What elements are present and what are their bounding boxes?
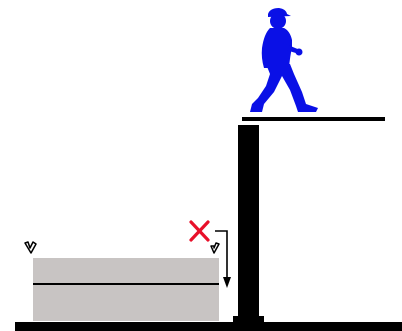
skip-container <box>25 242 219 321</box>
raised-platform <box>242 117 385 121</box>
container-left-handle <box>25 242 36 253</box>
worker-head <box>270 13 286 29</box>
worker-front-leg <box>276 64 318 112</box>
ground-line <box>15 322 402 331</box>
container-body <box>33 258 219 321</box>
walking-worker-silhouette <box>250 8 318 112</box>
support-column <box>238 125 259 322</box>
marker-symbol: ✕ <box>0 0 1 1</box>
column-base <box>233 316 264 323</box>
red-x-icon: ✕ <box>0 0 208 240</box>
container-right-handle <box>211 243 219 253</box>
worker-rear-leg <box>250 64 284 112</box>
